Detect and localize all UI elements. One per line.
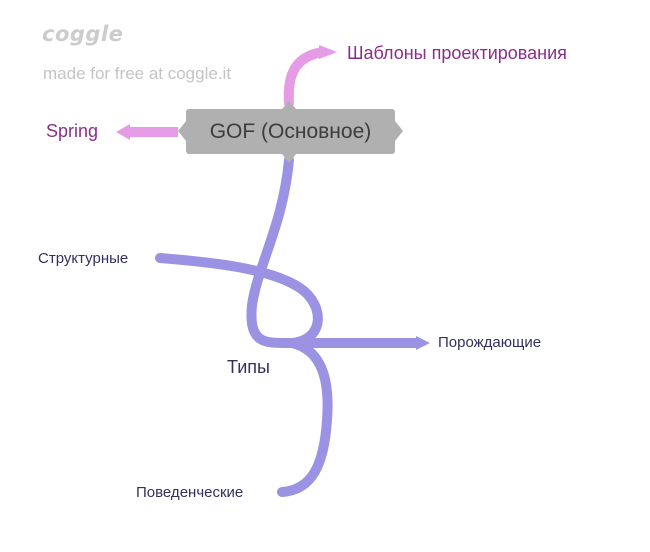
root-notch-right	[395, 121, 403, 141]
coggle-logo: coggle	[42, 22, 124, 46]
root-node[interactable]: GOF (Основное)	[186, 109, 395, 154]
branch-tipy	[246, 155, 295, 349]
root-notch-left	[178, 121, 186, 141]
node-shablony[interactable]: Шаблоны проектирования	[347, 43, 567, 63]
branch-shablony	[283, 47, 328, 108]
node-strukturnye[interactable]: Структурные	[38, 250, 129, 267]
node-povedencheskie[interactable]: Поведенческие	[136, 484, 244, 501]
node-porozhdayushchie[interactable]: Порождающие	[438, 334, 542, 351]
branch-shablony-arrow	[319, 45, 337, 59]
root-notch-bottom	[282, 154, 296, 163]
coggle-tagline: made for free at coggle.it	[43, 64, 232, 83]
branch-povedencheskie	[277, 338, 333, 497]
branch-spring-arrow	[116, 124, 130, 140]
root-notch-top	[282, 101, 296, 109]
branch-strukturnye	[155, 253, 323, 348]
node-spring[interactable]: Spring	[46, 121, 99, 141]
branch-porozhdayushchie-arrow	[416, 336, 430, 350]
node-tipy[interactable]: Типы	[227, 357, 270, 377]
